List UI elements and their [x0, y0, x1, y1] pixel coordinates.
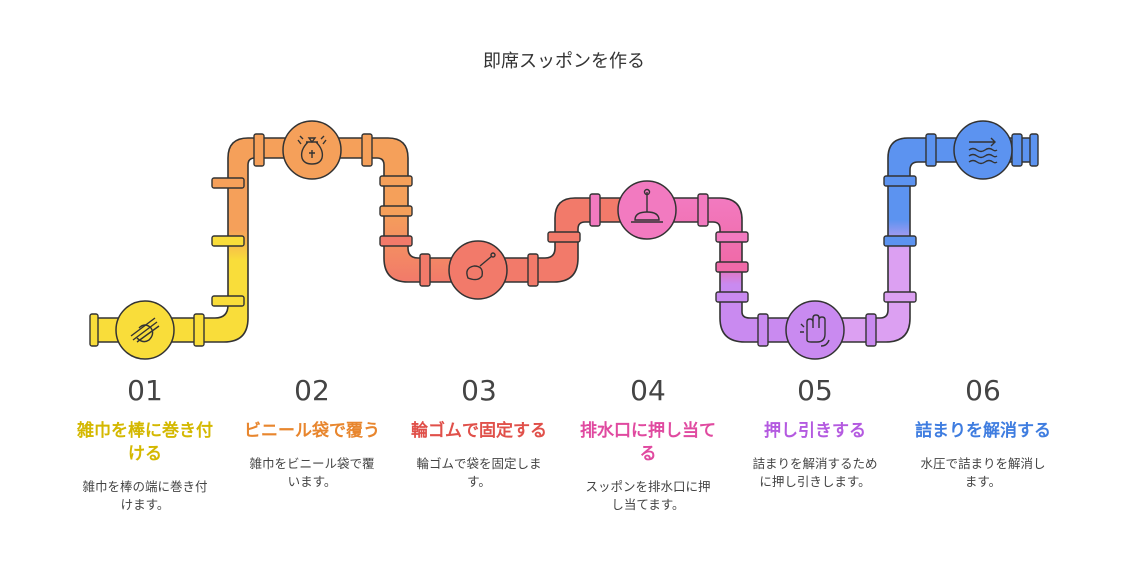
pipe-ring — [883, 235, 917, 247]
pipe-ring — [379, 175, 413, 187]
step-description: 水圧で詰まりを解消します。 — [920, 456, 1046, 489]
pipe-ring — [361, 133, 373, 167]
step-title: 輪ゴムで固定する — [411, 421, 547, 441]
plunger-icon — [631, 188, 663, 223]
pipe-ring — [697, 193, 709, 227]
pipe-ring — [419, 253, 431, 287]
step-5: 05 押し引きする 詰まりを解消するために押し引きします。 — [740, 372, 890, 491]
pipe-ring — [715, 291, 749, 303]
pipe-ring — [211, 235, 245, 247]
step-number: 06 — [965, 374, 1001, 407]
pipe-ring — [1011, 133, 1023, 167]
step-number: 03 — [461, 374, 497, 407]
rag-hand-icon — [130, 317, 160, 343]
step-3: 03 輪ゴムで固定する 輪ゴムで袋を固定します。 — [404, 372, 554, 491]
step-description: 雑巾を棒の端に巻き付けます。 — [82, 479, 208, 512]
step-4: 04 排水口に押し当てる スッポンを排水口に押し当てます。 — [573, 372, 723, 514]
push-hand-icon — [800, 314, 830, 347]
step-description: スッポンを排水口に押し当てます。 — [585, 479, 711, 512]
pipe-ring — [757, 313, 769, 347]
pipe-ring — [715, 261, 749, 273]
step-description: 雑巾をビニール袋で覆います。 — [249, 456, 375, 489]
step-title: 詰まりを解消する — [915, 421, 1051, 441]
step-2: 02 ビニール袋で覆う 雑巾をビニール袋で覆います。 — [237, 372, 387, 491]
step-number: 01 — [127, 374, 163, 407]
pipe-ring — [253, 133, 265, 167]
pipe-ring — [883, 175, 917, 187]
pipe-ring — [379, 235, 413, 247]
pipe-ring — [715, 231, 749, 243]
step-3-circle — [448, 240, 508, 300]
step-1-circle — [115, 300, 175, 360]
bag-icon — [297, 135, 327, 165]
step-title: ビニール袋で覆う — [244, 421, 380, 441]
pipe-ring — [589, 193, 601, 227]
pipe-end-cap — [89, 313, 99, 347]
pipe-ring — [193, 313, 205, 347]
step-number: 04 — [630, 374, 666, 407]
step-description: 詰まりを解消するために押し引きします。 — [752, 456, 878, 489]
step-6-circle — [953, 120, 1013, 180]
water-flow-icon — [968, 137, 998, 165]
pipe-ring — [211, 295, 245, 307]
step-5-circle — [785, 300, 845, 360]
step-1: 01 雑巾を棒に巻き付ける 雑巾を棒の端に巻き付けます。 — [70, 372, 220, 514]
rubber-band-icon — [466, 252, 496, 281]
step-title: 雑巾を棒に巻き付ける — [77, 421, 213, 464]
step-number: 02 — [294, 374, 330, 407]
pipe-ring — [379, 205, 413, 217]
step-title: 排水口に押し当てる — [580, 421, 716, 464]
pipe-ring — [527, 253, 539, 287]
step-description: 輪ゴムで袋を固定します。 — [416, 456, 542, 489]
step-6: 06 詰まりを解消する 水圧で詰まりを解消します。 — [908, 372, 1058, 491]
step-title: 押し引きする — [764, 421, 866, 441]
pipe-ring — [925, 133, 937, 167]
pipe-diagram — [89, 120, 1039, 360]
diagram-title: 即席スッポンを作る — [483, 51, 645, 72]
pipe-end-cap — [1029, 133, 1039, 167]
pipe-ring — [865, 313, 877, 347]
pipe-ring — [211, 177, 245, 189]
pipe-ring — [547, 231, 581, 243]
pipe-ring — [883, 291, 917, 303]
step-number: 05 — [797, 374, 833, 407]
